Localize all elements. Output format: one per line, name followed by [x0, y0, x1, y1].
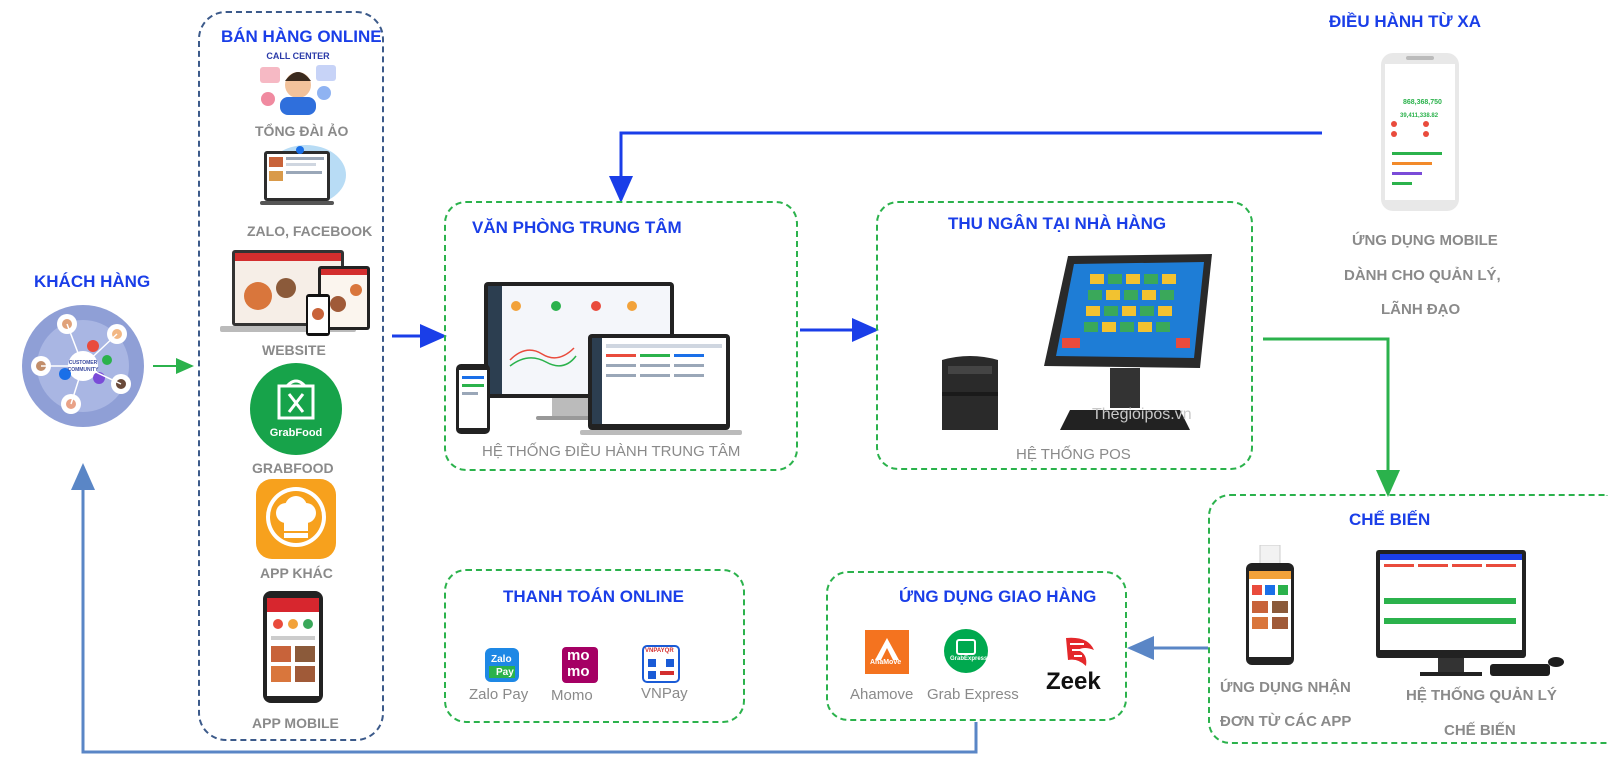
grab-express-badge: GrabExpress — [950, 656, 988, 662]
cashier-box — [876, 201, 1253, 470]
delivery-title: ỨNG DỤNG GIAO HÀNG — [899, 587, 1097, 606]
online-item-label-zalo-facebook: ZALO, FACEBOOK — [247, 223, 373, 239]
manager-mobile-phone-icon — [1380, 52, 1460, 212]
central-office-title: VĂN PHÒNG TRUNG TÂM — [472, 218, 682, 237]
ahamove-badge: AhaMove — [870, 659, 902, 666]
chef-hat-icon — [256, 479, 336, 559]
kitchen-display-system-icon — [1374, 548, 1566, 682]
remote-caption-line-2: DÀNH CHO QUẢN LÝ, — [1344, 267, 1501, 284]
arrow-cashier-to-kitchen — [1263, 337, 1400, 497]
remote-caption-line-1: ỨNG DỤNG MOBILE — [1352, 232, 1498, 249]
online-sales-box — [198, 11, 384, 741]
cashier-caption: HỆ THỐNG POS — [1016, 446, 1131, 463]
delivery-box — [826, 571, 1127, 721]
grab-express-icon — [943, 628, 989, 674]
vnpay-icon — [642, 645, 680, 683]
payment-label-zalopay: Zalo Pay — [469, 686, 529, 703]
mobile-app-icon — [262, 590, 324, 704]
ahamove-icon — [865, 630, 909, 674]
arrow-delivery-to-customers — [71, 463, 978, 754]
payment-label-vnpay: VNPay — [641, 685, 688, 702]
zalopay-badge-bottom: Pay — [496, 667, 514, 678]
momo-badge-top: mo — [567, 647, 590, 664]
svg-text:COMMUNITY: COMMUNITY — [68, 367, 99, 373]
cashier-title: THU NGÂN TẠI NHÀ HÀNG — [948, 214, 1167, 233]
phone-amount-secondary: 39,411,338.82 — [1400, 113, 1439, 119]
kitchen-left-caption-line-1: ỨNG DỤNG NHẬN — [1220, 679, 1351, 696]
payment-title: THANH TOÁN ONLINE — [503, 587, 685, 606]
online-item-label-app-mobile: APP MOBILE — [252, 715, 339, 731]
svg-text:CUSTOMER: CUSTOMER — [69, 360, 98, 366]
delivery-label-grab-express: Grab Express — [927, 686, 1019, 703]
online-item-label-call-center: TỔNG ĐÀI ẢO — [255, 123, 349, 139]
vnpay-badge: VNPAYQR — [645, 648, 674, 654]
momo-icon — [562, 647, 598, 683]
grabfood-icon: GrabFood — [249, 362, 343, 456]
receipt-printer-icon — [938, 352, 1002, 430]
svg-text:GrabFood: GrabFood — [270, 427, 323, 439]
online-item-label-grabfood: GRABFOOD — [252, 460, 334, 476]
online-sales-title: BÁN HÀNG ONLINE — [221, 27, 382, 46]
customers-title: KHÁCH HÀNG — [34, 272, 151, 291]
kitchen-right-caption-line-2: CHẾ BIẾN — [1444, 722, 1516, 739]
central-office-caption: HỆ THỐNG ĐIỀU HÀNH TRUNG TÂM — [482, 443, 741, 460]
kitchen-right-caption-line-1: HỆ THỐNG QUẢN LÝ — [1406, 687, 1557, 704]
pos-terminal-icon — [1040, 250, 1218, 434]
customer-community-icon: CUSTOMER COMMUNITY — [21, 304, 145, 428]
arrow-remote-to-office — [609, 131, 1322, 203]
remote-caption-line-3: LÃNH ĐẠO — [1381, 301, 1461, 318]
zalopay-icon — [485, 648, 519, 682]
momo-badge-bottom: mo — [567, 663, 590, 680]
zeek-icon — [1048, 636, 1108, 676]
pos-watermark: Thegioipos.vn — [1092, 406, 1192, 423]
call-center-icon: CALL CENTER — [258, 49, 338, 115]
management-dashboard-devices-icon — [456, 280, 742, 436]
kitchen-box — [1208, 494, 1608, 744]
svg-text:CALL CENTER: CALL CENTER — [266, 51, 330, 61]
online-item-label-app-khac: APP KHÁC — [260, 565, 333, 581]
payment-box — [444, 569, 745, 723]
central-office-box — [444, 201, 798, 471]
delivery-label-ahamove: Ahamove — [850, 686, 914, 703]
kitchen-title: CHẾ BIẾN — [1349, 510, 1431, 529]
kitchen-left-caption-line-2: ĐƠN TỪ CÁC APP — [1220, 713, 1352, 730]
online-item-label-website: WEBSITE — [262, 342, 326, 358]
payment-label-momo: Momo — [551, 687, 593, 704]
social-chat-icon — [254, 145, 346, 213]
remote-title: ĐIỀU HÀNH TỪ XA — [1329, 12, 1481, 31]
website-devices-icon — [218, 248, 374, 340]
zeek-wordmark: Zeek — [1046, 668, 1101, 695]
phone-amount: 868,368,750 — [1403, 99, 1442, 106]
zalopay-badge-top: Zalo — [491, 654, 512, 665]
order-receiving-device-icon — [1244, 544, 1296, 667]
